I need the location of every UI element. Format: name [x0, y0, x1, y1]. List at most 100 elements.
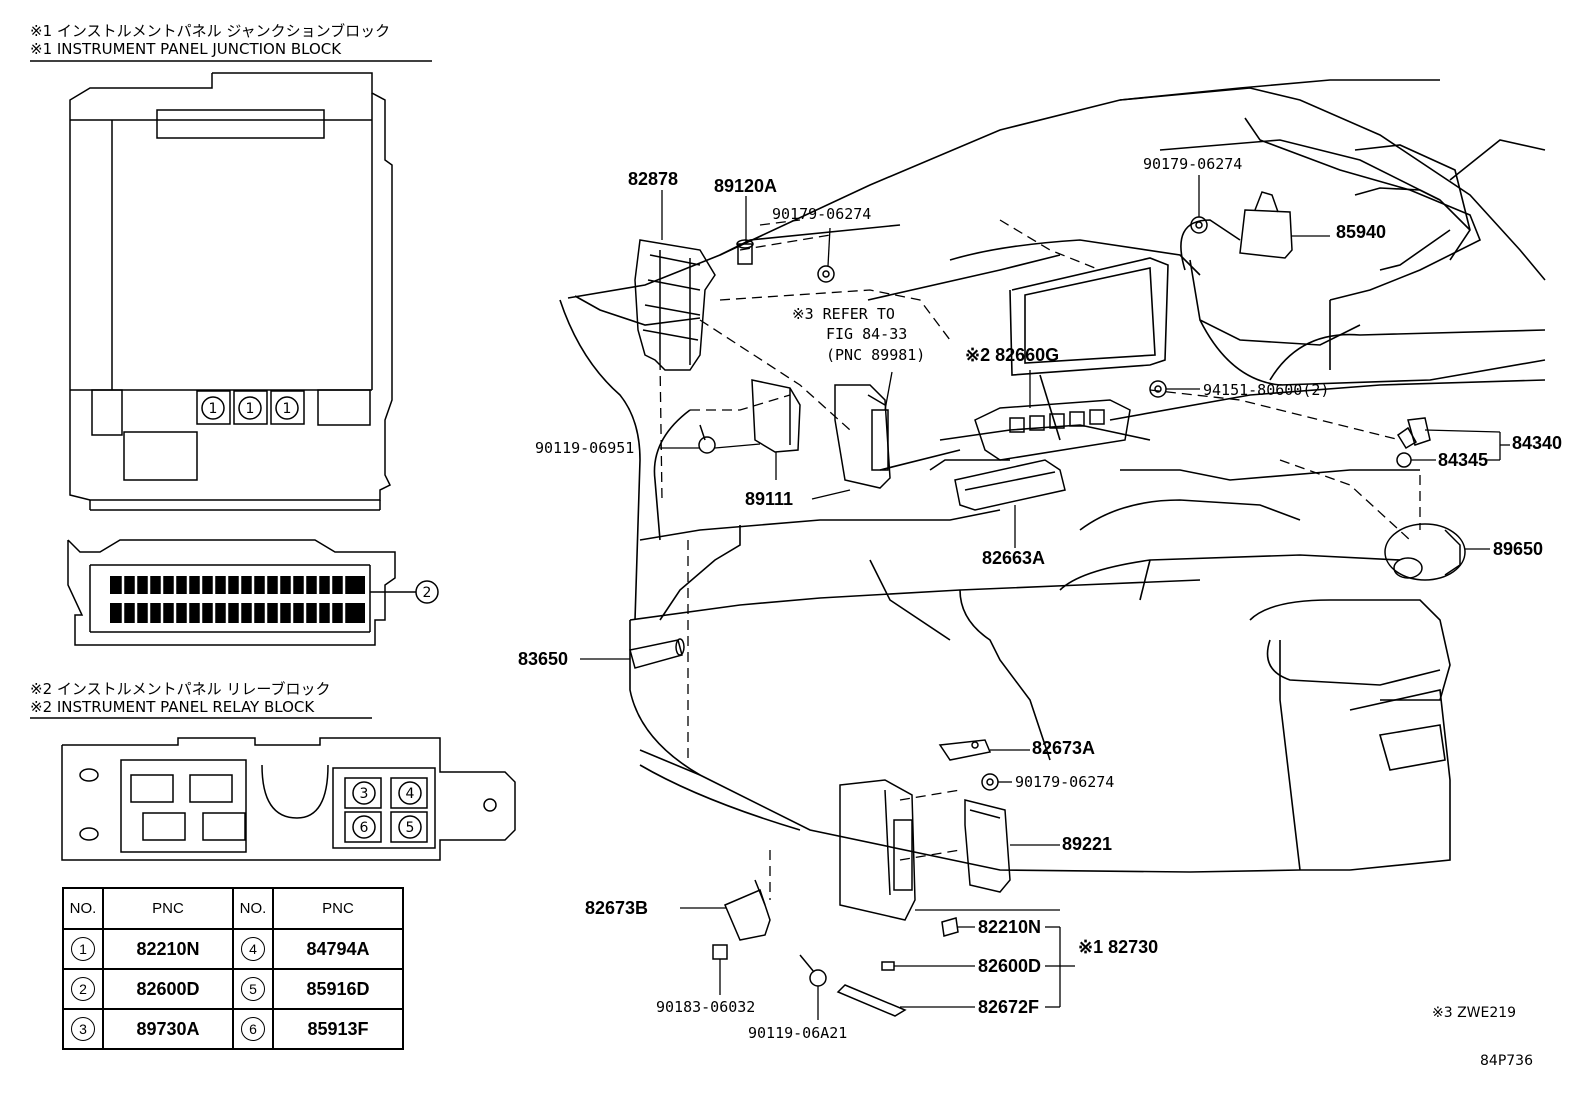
junction-callout-1b: 1 — [246, 401, 255, 417]
footer-note-3: ※3 ZWE219 — [1432, 1005, 1517, 1021]
part-89650-sensor — [1384, 523, 1466, 581]
no-circle: 3 — [71, 1017, 95, 1041]
part-90183-clip — [712, 944, 728, 960]
part-89120A-clip — [736, 239, 754, 265]
junction-block-top-view — [69, 72, 393, 511]
no-circle: 2 — [71, 977, 95, 1001]
part-84345-nut — [1396, 452, 1412, 468]
refer-note-line1: ※3 REFER TO — [792, 305, 895, 323]
table-row: 2 82600D 5 85916D — [62, 968, 404, 1010]
junction-callout-1a: 1 — [209, 401, 218, 417]
no-circle: 6 — [241, 1017, 265, 1041]
table-header-no: NO. — [232, 887, 274, 930]
table-header-row: NO. PNC NO. PNC — [62, 887, 404, 930]
part-label-84340: 84340 — [1512, 433, 1563, 453]
part-89981-module — [834, 384, 891, 489]
part-label-82672F: 82672F — [978, 997, 1040, 1017]
table-header-pnc: PNC — [272, 887, 404, 930]
table-cell-no: 3 — [62, 1008, 104, 1050]
leader-lines — [580, 175, 1510, 1020]
part-label-90179-b: 90179-06274 — [1015, 773, 1115, 791]
part-82663A-block — [954, 459, 1066, 511]
part-label-90183: 90183-06032 — [656, 998, 756, 1016]
relay-callout-4: 4 — [406, 786, 415, 802]
relay-title-en: ※2 INSTRUMENT PANEL RELAY BLOCK — [30, 698, 315, 716]
table-cell-pnc: 85916D — [272, 968, 404, 1010]
part-82672F-cover — [836, 984, 907, 1017]
part-82673A-bracket — [938, 739, 992, 761]
part-label-90179-c: 90179-06274 — [1143, 155, 1243, 173]
part-label-89221: 89221 — [1062, 834, 1113, 854]
no-circle: 5 — [241, 977, 265, 1001]
part-label-82210N: 82210N — [978, 917, 1042, 937]
part-90179-nut-c — [1190, 216, 1208, 234]
part-label-82660G: ※2 82660G — [965, 345, 1060, 365]
relay-callout-circles — [352, 781, 422, 839]
part-82660G-relay-block — [974, 399, 1131, 461]
part-83650-sleeve — [629, 638, 685, 669]
junction-terminal-dividers — [121, 576, 346, 623]
relay-callout-6: 6 — [360, 820, 369, 836]
part-label-82878: 82878 — [628, 169, 679, 189]
junction-title-en: ※1 INSTRUMENT PANEL JUNCTION BLOCK — [30, 40, 342, 58]
table-cell-no: 4 — [232, 928, 274, 970]
part-82730-junction-block — [839, 779, 916, 921]
relay-callout-3: 3 — [360, 786, 369, 802]
part-label-82673A: 82673A — [1032, 738, 1096, 758]
relay-title-jp: ※2 インストルメントパネル リレーブロック — [30, 680, 331, 698]
part-label-89120A: 89120A — [714, 176, 778, 196]
junction-title-jp: ※1 インストルメントパネル ジャンクションブロック — [30, 22, 391, 40]
part-82878-bracket — [634, 239, 716, 371]
table-header-pnc: PNC — [102, 887, 234, 930]
table-row: 3 89730A 6 85913F — [62, 1008, 404, 1050]
part-label-82663A: 82663A — [982, 548, 1046, 568]
part-90119-06951-screw — [698, 424, 716, 454]
table-row: 1 82210N 4 84794A — [62, 928, 404, 970]
part-label-89111: 89111 — [745, 489, 794, 509]
part-82210N-fuse — [941, 917, 959, 937]
refer-note-line2: FIG 84-33 — [826, 325, 908, 343]
part-label-83650: 83650 — [518, 649, 569, 669]
part-label-89650: 89650 — [1493, 539, 1544, 559]
table-cell-no: 6 — [232, 1008, 274, 1050]
part-label-90119-06951: 90119-06951 — [535, 439, 635, 457]
dashed-guide-lines — [659, 219, 1421, 900]
part-label-82600D: 82600D — [978, 956, 1042, 976]
part-label-84345: 84345 — [1438, 450, 1489, 470]
no-circle: 1 — [71, 937, 95, 961]
table-cell-pnc: 82600D — [102, 968, 234, 1010]
part-82600D-connector — [881, 961, 895, 971]
refer-note-line3: (PNC 89981) — [826, 346, 926, 364]
relay-callout-5: 5 — [406, 820, 415, 836]
no-circle: 4 — [241, 937, 265, 961]
part-82673B-bracket — [724, 879, 771, 941]
part-label-90179-a: 90179-06274 — [772, 205, 872, 223]
diagram-id: 84P736 — [1480, 1053, 1533, 1069]
part-label-90119-06A21: 90119-06A21 — [748, 1024, 848, 1042]
dashboard-outline — [559, 79, 1546, 873]
part-90179-nut-a — [817, 265, 835, 283]
table-cell-no: 5 — [232, 968, 274, 1010]
junction-block-side-view — [67, 539, 416, 646]
part-90119-06A21-screw — [799, 954, 827, 987]
junction-callout-2: 2 — [423, 585, 432, 601]
part-84340-switch — [1396, 417, 1431, 450]
table-cell-pnc: 82210N — [102, 928, 234, 970]
part-89221-module — [964, 799, 1011, 893]
table-cell-pnc: 85913F — [272, 1008, 404, 1050]
table-cell-no: 1 — [62, 928, 104, 970]
part-label-82673B: 82673B — [585, 898, 649, 918]
part-90179-nut-b — [981, 773, 999, 791]
part-94151-nut — [1149, 380, 1167, 398]
table-cell-no: 2 — [62, 968, 104, 1010]
junction-callout-1c: 1 — [283, 401, 292, 417]
pnc-table: NO. PNC NO. PNC 1 82210N 4 84794A 2 8260… — [62, 887, 404, 1050]
table-cell-pnc: 84794A — [272, 928, 404, 970]
part-89111-module — [751, 379, 801, 453]
part-label-85940: 85940 — [1336, 222, 1387, 242]
part-85940-module — [1239, 191, 1293, 259]
relay-block-view — [61, 737, 516, 861]
table-header-no: NO. — [62, 887, 104, 930]
table-cell-pnc: 89730A — [102, 1008, 234, 1050]
